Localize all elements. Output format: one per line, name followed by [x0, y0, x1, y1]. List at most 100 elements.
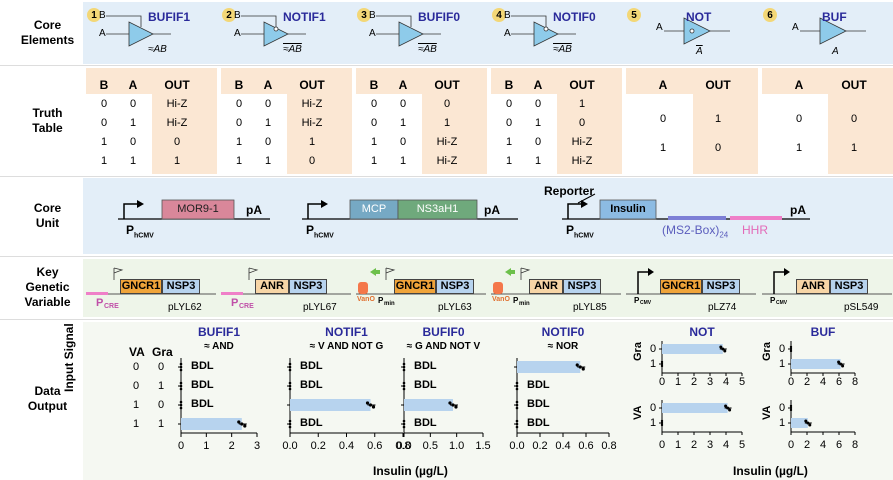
- data-point: [451, 403, 455, 407]
- divider: [0, 319, 893, 320]
- truth-header: B: [504, 78, 514, 92]
- truth-cell: Hi-Z: [166, 117, 188, 129]
- cre-element: [221, 292, 243, 295]
- input-va-value: 0: [133, 380, 140, 392]
- data-point: [515, 406, 519, 410]
- data-point: [179, 403, 183, 407]
- data-point: [179, 381, 183, 385]
- row-label-core-elements: Core Elements: [20, 18, 75, 47]
- truth-cell: 0: [264, 98, 272, 110]
- data-bar: [662, 403, 728, 413]
- bdl-label: BDL: [414, 360, 437, 372]
- data-point: [804, 419, 808, 423]
- panel-ylabel: VA: [632, 405, 644, 420]
- truth-cell: 0: [235, 98, 243, 110]
- panel-ylabel: VA: [761, 405, 773, 420]
- data-point: [237, 420, 241, 424]
- input-va-value: 0: [133, 361, 140, 373]
- chart-title: BUFIF1: [198, 325, 240, 339]
- bdl-label: BDL: [191, 379, 214, 391]
- data-point: [789, 349, 793, 353]
- data-point: [402, 368, 406, 372]
- truth-cell: 1: [534, 155, 542, 167]
- promoter-sub: hCMV: [314, 232, 334, 240]
- vano-operator: [358, 282, 368, 294]
- x-tick-label: 6: [835, 439, 843, 451]
- truth-cell: 1: [308, 136, 316, 148]
- chart-title: BUF: [810, 325, 836, 339]
- truth-cell: 1: [795, 142, 803, 154]
- data-point: [581, 367, 585, 371]
- x-tick-label: 4: [819, 439, 827, 451]
- input-gra-value: 0: [158, 399, 165, 411]
- x-tick-label: 0.0: [282, 440, 298, 452]
- y-tick-label: 1: [779, 417, 786, 429]
- truth-cell: 0: [534, 98, 542, 110]
- truth-cell: 0: [264, 136, 272, 148]
- unit3-promoter: PhCMV: [566, 223, 594, 239]
- gate-number-badge: 5: [627, 8, 641, 22]
- data-point: [448, 401, 452, 405]
- data-point: [179, 368, 183, 372]
- data-point: [839, 362, 843, 366]
- truth-header: B: [234, 78, 244, 92]
- x-tick-label: 8: [851, 376, 859, 388]
- data-point: [789, 345, 793, 349]
- data-bar: [791, 359, 841, 369]
- data-point: [179, 365, 183, 369]
- gate-number-badge: 3: [357, 8, 371, 22]
- truth-cell: 0: [370, 98, 378, 110]
- divider: [0, 176, 893, 177]
- gate-inversion-bubble: [273, 26, 279, 32]
- gate-number-badge: 2: [222, 8, 236, 22]
- truth-cell: 0: [129, 98, 137, 110]
- gate-input-a: A: [504, 28, 511, 39]
- truth-header: OUT: [705, 78, 731, 92]
- x-axis-label-left: Insulin (µg/L): [373, 464, 448, 478]
- truth-cell: 0: [173, 136, 181, 148]
- data-point: [402, 387, 406, 391]
- truth-cell: 1: [100, 136, 108, 148]
- gate-input-b-line: [241, 15, 277, 27]
- data-bar: [181, 418, 242, 430]
- data-point: [660, 423, 664, 427]
- data-point: [660, 421, 664, 425]
- reporter-label: Reporter: [544, 184, 595, 198]
- y-tick-label: 0: [779, 402, 786, 414]
- data-point: [402, 419, 406, 423]
- promoter-label: P: [634, 296, 640, 305]
- truth-input-bg: [356, 94, 422, 174]
- bdl-label: BDL: [300, 379, 323, 391]
- gate-name: BUFIF1: [148, 10, 190, 24]
- promoter-sub: CMV: [776, 300, 788, 306]
- truth-input-bg: [626, 94, 693, 174]
- x-tick-label: 5: [738, 439, 746, 451]
- vanillic-arrow: [370, 268, 380, 276]
- panel-ylabel: Gra: [761, 342, 773, 361]
- gene-box2: NSP3: [162, 279, 200, 294]
- bdl-label: BDL: [527, 398, 550, 410]
- core-elements-bg: [83, 2, 893, 64]
- data-point: [402, 422, 406, 426]
- input-va-value: 1: [133, 399, 140, 411]
- gate-input-b: B: [234, 10, 241, 21]
- x-tick-label: 1: [203, 440, 210, 452]
- divider: [0, 65, 893, 66]
- gate-inversion-bubble: [543, 26, 549, 32]
- promoter-label: P: [770, 296, 776, 305]
- gate-input-b: B: [99, 10, 106, 21]
- input-gra-value: 1: [158, 380, 165, 392]
- data-point: [179, 387, 183, 391]
- gene-box1: ANR: [796, 279, 830, 294]
- unit3-box-label: Insulin: [610, 203, 646, 215]
- chart-title: NOTIF0: [541, 325, 585, 339]
- ms2-sub: 24: [719, 230, 729, 240]
- truth-input-bg: [221, 94, 287, 174]
- input-gra-value: 1: [158, 418, 165, 430]
- x-tick-label: 8: [851, 439, 859, 451]
- truth-cell: 0: [578, 117, 586, 129]
- plasmid-name: pLYL62: [168, 302, 202, 313]
- unit1-promoter: PhCMV: [126, 223, 154, 239]
- promoter-sub: CRE: [239, 303, 254, 310]
